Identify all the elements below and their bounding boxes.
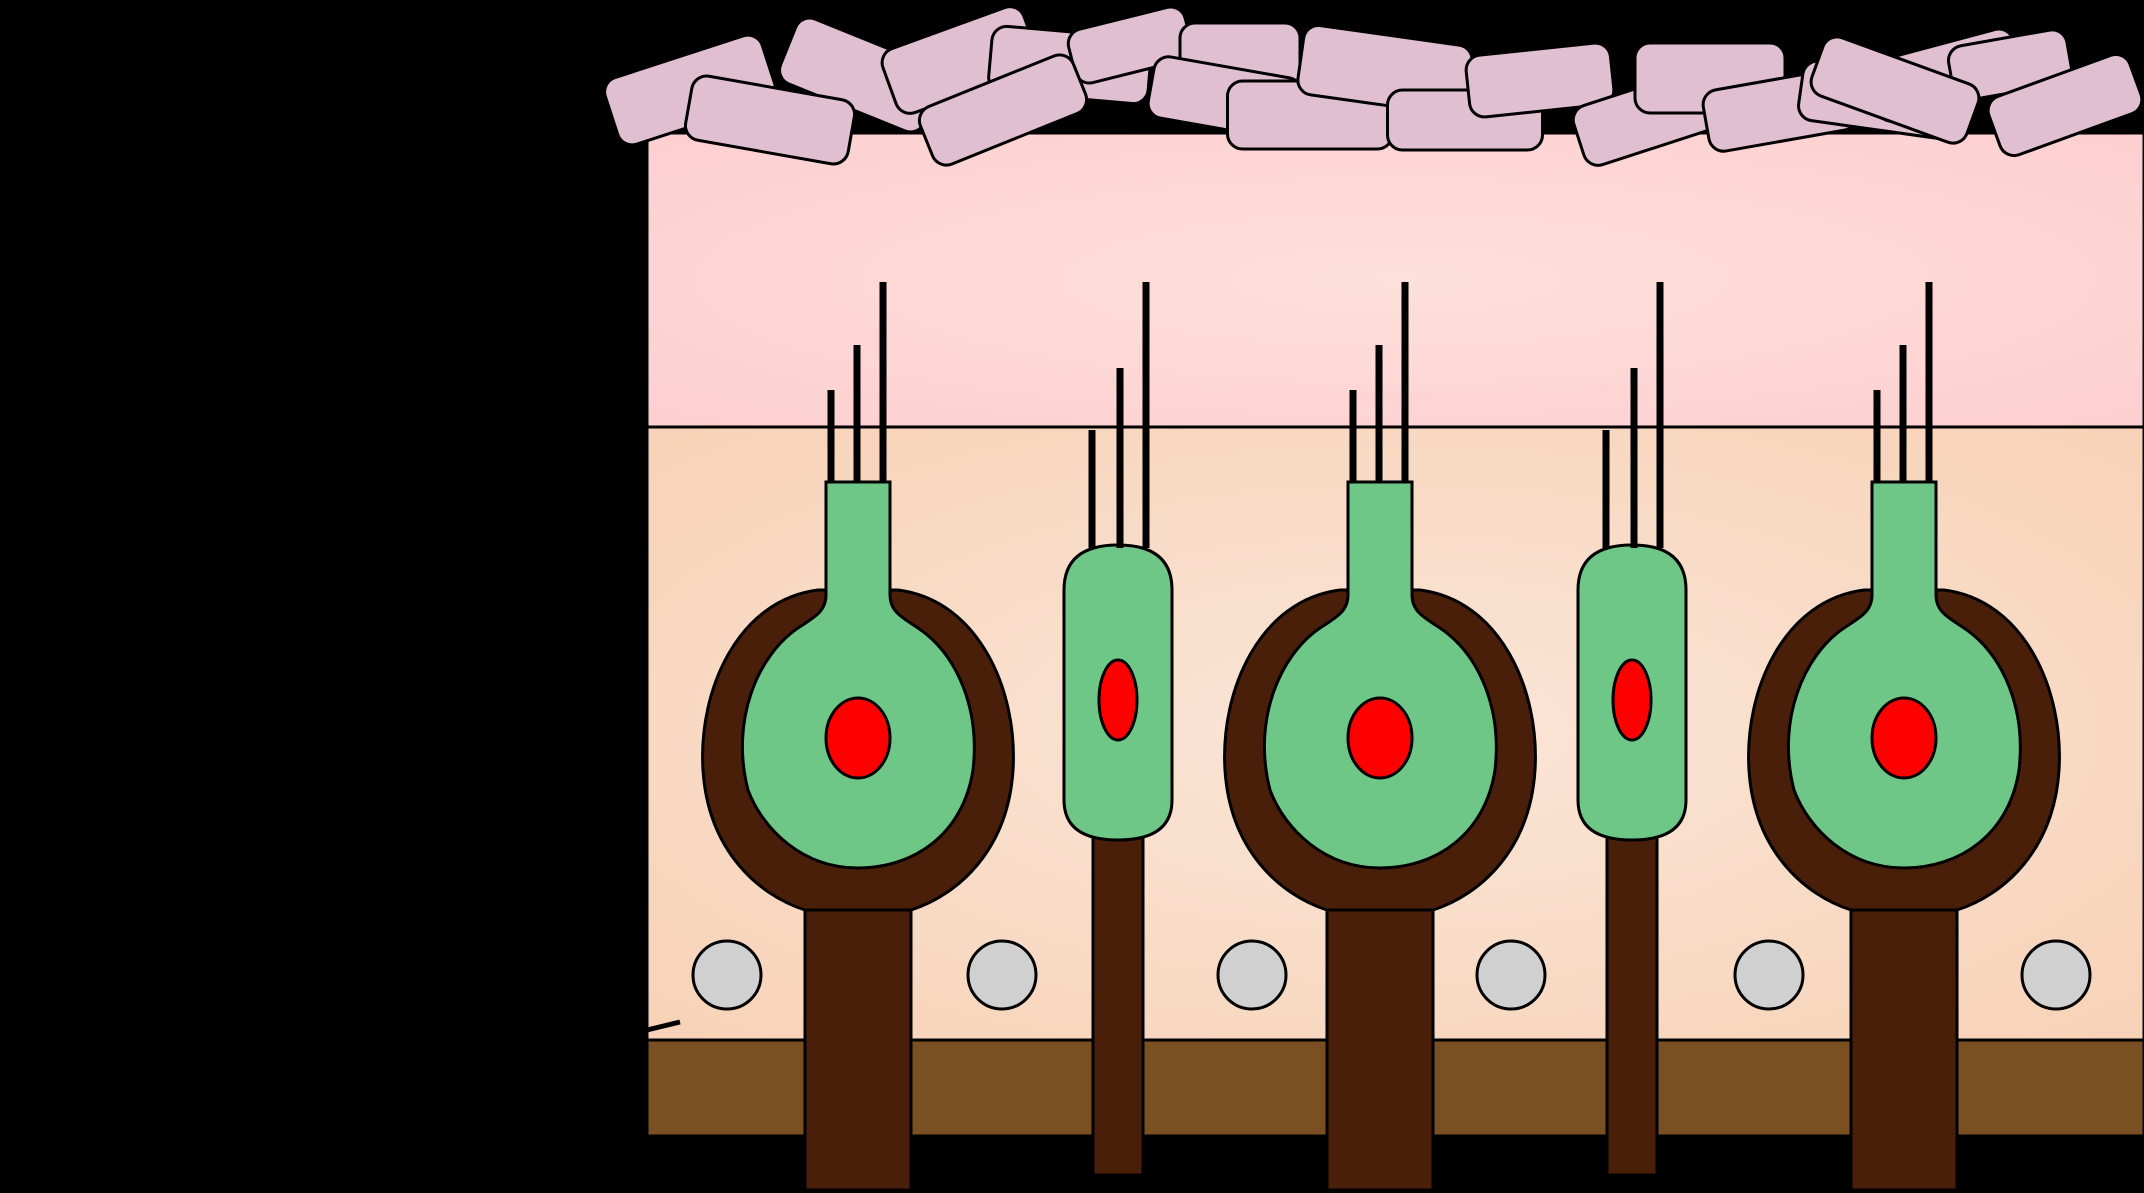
type-1-hair-cell bbox=[701, 282, 1015, 1192]
bouton-nerve-fiber bbox=[1091, 833, 1145, 1177]
otoconium bbox=[1464, 41, 1616, 119]
afferent-nerve-fiber bbox=[803, 903, 913, 1192]
hair-cell-nucleus bbox=[1870, 696, 1938, 780]
otoconium bbox=[683, 74, 857, 166]
supporting-cells bbox=[691, 939, 2092, 1011]
hair-cell-nucleus bbox=[1611, 658, 1653, 742]
supporting-cell-nucleus bbox=[1216, 939, 1288, 1011]
bouton-nerve-fiber bbox=[1605, 833, 1659, 1177]
type-2-hair-cell bbox=[1576, 282, 1688, 1177]
otoconia-layer bbox=[603, 5, 2144, 167]
nerve-fiber-stub bbox=[646, 1019, 681, 1033]
supporting-cell-nucleus bbox=[1475, 939, 1547, 1011]
type-2-hair-cell bbox=[1062, 282, 1174, 1177]
type-1-hair-cell bbox=[1223, 282, 1537, 1192]
hair-cell-nucleus bbox=[1346, 696, 1414, 780]
otoconium bbox=[1809, 35, 1981, 145]
type-1-hair-cell bbox=[1747, 282, 2061, 1192]
hair-cells bbox=[701, 282, 2061, 1192]
hair-cell-body bbox=[1262, 480, 1498, 870]
supporting-cell-nucleus bbox=[966, 939, 1038, 1011]
hair-cell-body bbox=[1786, 480, 2022, 870]
afferent-nerve-fiber bbox=[1849, 903, 1959, 1192]
supporting-cell-nucleus bbox=[1733, 939, 1805, 1011]
otoconium bbox=[1986, 52, 2144, 158]
otoconium bbox=[917, 53, 1089, 167]
afferent-nerve-fiber bbox=[1325, 903, 1435, 1192]
supporting-cell-nucleus bbox=[2020, 939, 2092, 1011]
otolithic-membrane bbox=[645, 131, 2144, 429]
supporting-cell-nucleus bbox=[691, 939, 763, 1011]
hair-cell-nucleus bbox=[824, 696, 892, 780]
hair-cell-body bbox=[740, 480, 976, 870]
hair-cell-nucleus bbox=[1097, 658, 1139, 742]
